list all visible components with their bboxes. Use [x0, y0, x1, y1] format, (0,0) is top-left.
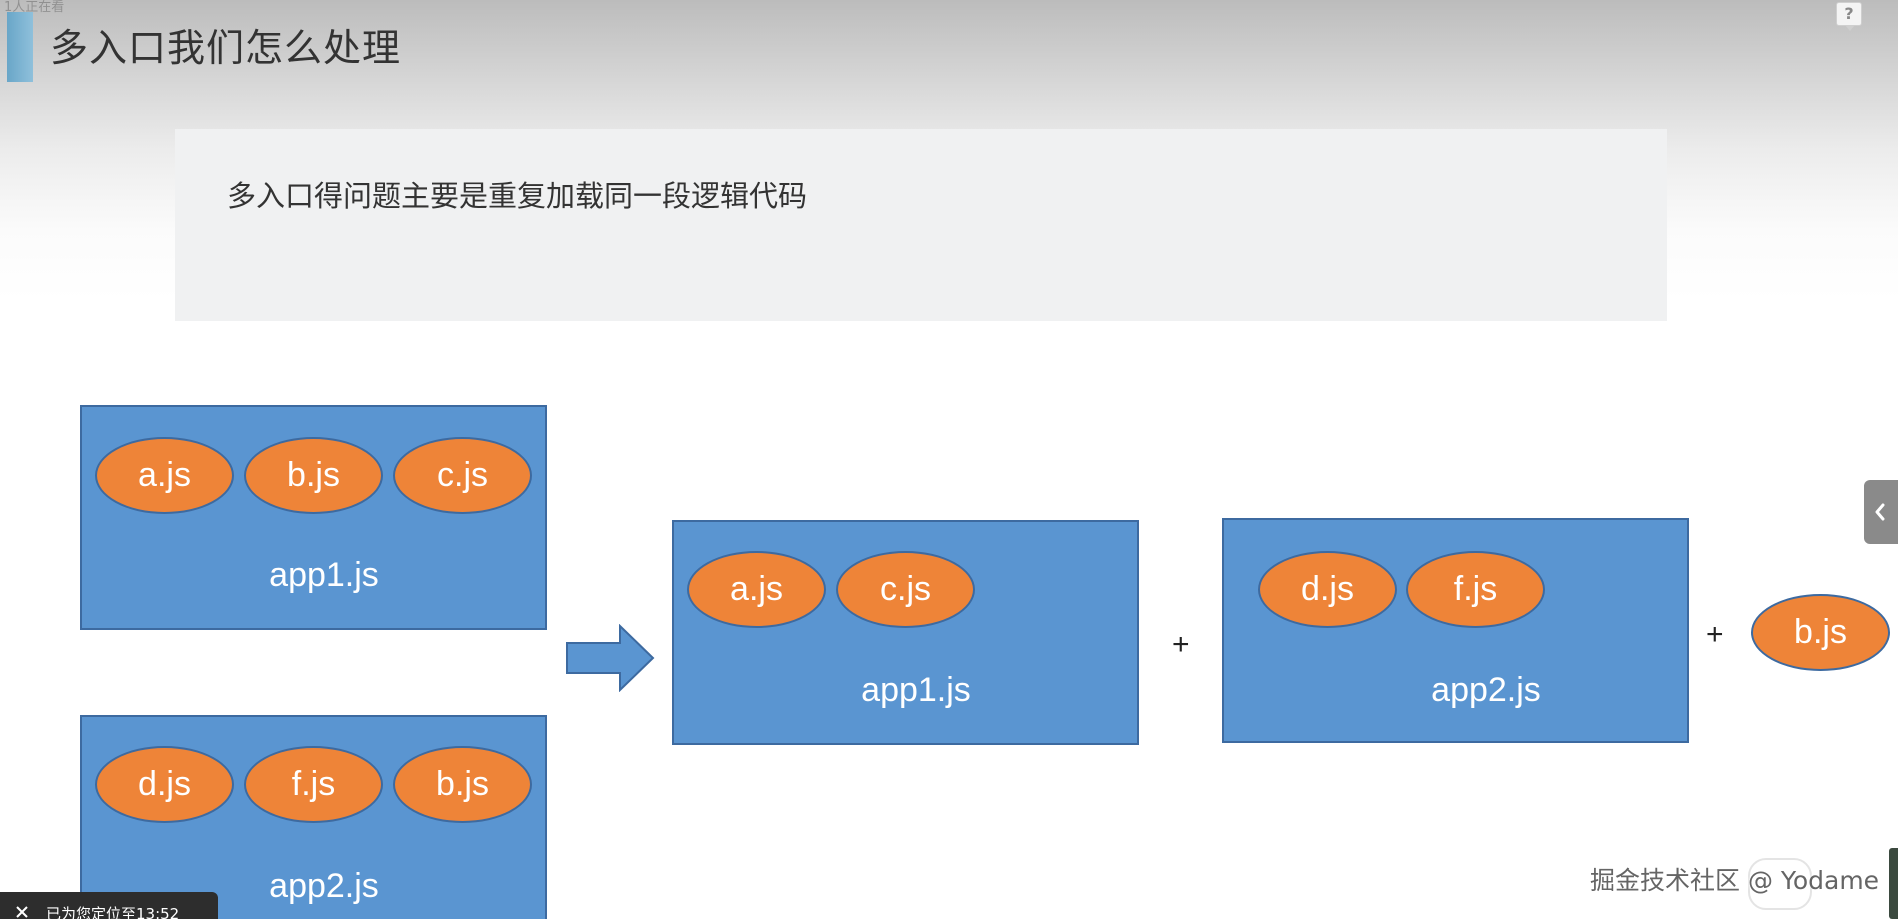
seek-toast: 已为您定位至13:52	[0, 892, 218, 919]
after-app2-module: d.js	[1258, 551, 1397, 628]
watermark: 掘金技术社区 @ Yodame	[1590, 866, 1880, 895]
before-app1-module: c.js	[393, 437, 532, 514]
help-icon: ?	[1844, 4, 1854, 23]
before-app1-module: b.js	[244, 437, 383, 514]
after-app1-label: app1.js	[861, 671, 971, 709]
before-app1-module: a.js	[95, 437, 234, 514]
before-app2-module: b.js	[393, 746, 532, 823]
plus-sign: +	[1706, 618, 1724, 651]
viewer-count: 1人正在看	[4, 0, 65, 15]
slide-title: 多入口我们怎么处理	[50, 26, 402, 70]
title-accent-bar	[7, 12, 33, 82]
side-panel-toggle[interactable]	[1864, 480, 1898, 544]
chevron-left-icon	[1875, 503, 1885, 521]
after-app1-module: a.js	[687, 551, 826, 628]
edge-strip	[1889, 848, 1898, 919]
content-text: 多入口得问题主要是重复加载同一段逻辑代码	[227, 179, 808, 213]
toast-text: 已为您定位至13:52	[46, 905, 180, 919]
before-app2-label: app2.js	[269, 867, 379, 905]
watermark-logo	[1748, 858, 1812, 910]
close-icon[interactable]	[14, 904, 30, 919]
right-arrow-icon	[566, 624, 655, 692]
after-app2-module: f.js	[1406, 551, 1545, 628]
after-app1-module: c.js	[836, 551, 975, 628]
before-app2-module: f.js	[244, 746, 383, 823]
shared-module: b.js	[1751, 594, 1890, 671]
content-text-box	[175, 129, 1667, 321]
before-app2-module: d.js	[95, 746, 234, 823]
plus-sign: +	[1172, 628, 1190, 661]
after-app2-label: app2.js	[1431, 671, 1541, 709]
help-button[interactable]: ?	[1836, 2, 1862, 31]
before-app1-label: app1.js	[269, 556, 379, 594]
